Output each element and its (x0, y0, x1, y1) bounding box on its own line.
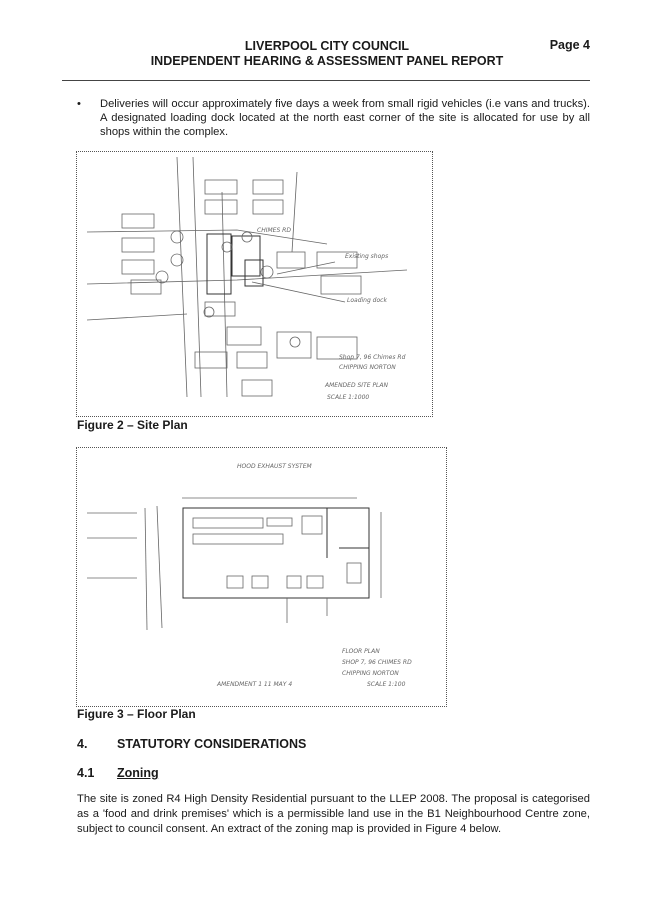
floor-plan-scale-note: SCALE 1:100 (367, 681, 406, 688)
figure-2-caption: Figure 2 – Site Plan (77, 418, 188, 432)
site-plan-sketch: CHIMES RD Existing shops Loading dock Sh… (86, 156, 408, 401)
section-4-1-number: 4.1 (77, 766, 95, 780)
bullet-text: Deliveries will occur approximately five… (100, 98, 590, 138)
existing-shops-note: Existing shops (345, 253, 388, 260)
site-plan-scale-note: SCALE 1:1000 (327, 394, 369, 401)
shop-address-note: Shop 7, 96 Chimes Rd (339, 354, 406, 361)
report-title: INDEPENDENT HEARING & ASSESSMENT PANEL R… (150, 54, 504, 68)
street-label: CHIMES RD (257, 227, 291, 234)
section-4-number: 4. (77, 737, 88, 751)
site-plan-title-note: AMENDED SITE PLAN (324, 382, 389, 389)
site-plan-figure: CHIMES RD Existing shops Loading dock Sh… (76, 151, 433, 417)
page-number: Page 4 (549, 38, 590, 52)
council-name: LIVERPOOL CITY COUNCIL (244, 39, 410, 53)
amendment-note: AMENDMENT 1 11 MAY 4 (216, 681, 292, 688)
suburb-note: CHIPPING NORTON (339, 364, 396, 371)
bullet-marker: • (77, 98, 81, 110)
floor-plan-top-note: HOOD EXHAUST SYSTEM (237, 463, 313, 470)
zoning-paragraph: The site is zoned R4 High Density Reside… (77, 793, 590, 835)
section-4-1-title: Zoning (117, 766, 159, 780)
floor-plan-suburb-note: CHIPPING NORTON (342, 670, 399, 677)
floor-plan-address-note: SHOP 7, 96 CHIMES RD (342, 659, 412, 666)
figure-3-caption: Figure 3 – Floor Plan (77, 707, 196, 721)
floor-plan-sketch: HOOD EXHAUST SYSTEM (87, 463, 412, 688)
loading-dock-note: Loading dock (347, 297, 387, 304)
floor-plan-title-note: FLOOR PLAN (342, 648, 380, 655)
header-divider (62, 80, 590, 81)
floor-plan-figure: HOOD EXHAUST SYSTEM (76, 447, 447, 707)
page-header: LIVERPOOL CITY COUNCIL INDEPENDENT HEARI… (64, 38, 590, 76)
section-4-title: STATUTORY CONSIDERATIONS (117, 737, 307, 751)
